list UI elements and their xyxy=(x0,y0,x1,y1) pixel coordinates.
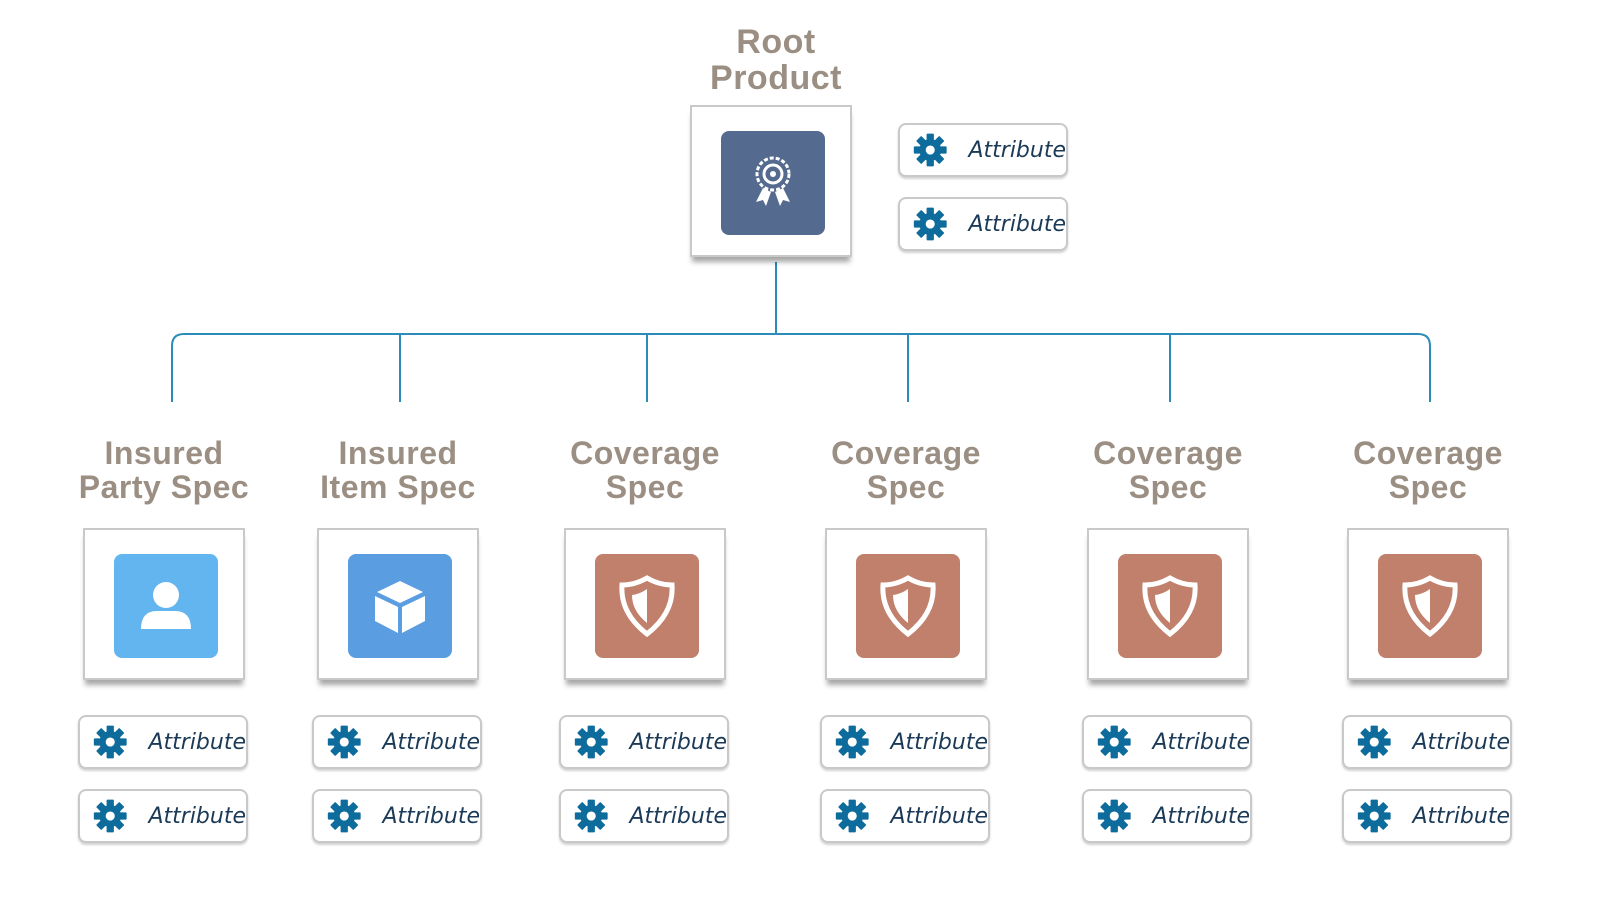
child-spec-title: Coverage Spec xyxy=(831,435,981,505)
child-spec-tile xyxy=(1118,554,1222,658)
award-ribbon-icon xyxy=(755,156,791,206)
child-attribute-2[interactable]: Attribute xyxy=(1342,789,1512,843)
gear-icon xyxy=(1357,725,1391,759)
child-spec-title: Insured Item Spec xyxy=(320,435,476,505)
root-product-card[interactable] xyxy=(690,105,852,257)
gear-icon xyxy=(1097,799,1131,833)
attribute-label: Attribute xyxy=(968,137,1066,163)
gear-icon xyxy=(913,133,947,167)
root-product-tile xyxy=(721,131,825,235)
child-attribute-1[interactable]: Attribute xyxy=(312,715,482,769)
attribute-label: Attribute xyxy=(382,803,480,829)
gear-icon xyxy=(835,799,869,833)
child-attribute-1[interactable]: Attribute xyxy=(559,715,729,769)
attribute-label: Attribute xyxy=(382,729,480,755)
gear-icon xyxy=(1357,799,1391,833)
attribute-label: Attribute xyxy=(1412,803,1510,829)
attribute-label: Attribute xyxy=(890,729,988,755)
child-attribute-2[interactable]: Attribute xyxy=(78,789,248,843)
child-attribute-1[interactable]: Attribute xyxy=(820,715,990,769)
child-spec-tile xyxy=(595,554,699,658)
root-product-title: Root Product xyxy=(710,23,842,97)
child-spec-card[interactable] xyxy=(1347,528,1509,680)
child-spec-title: Coverage Spec xyxy=(1353,435,1503,505)
attribute-label: Attribute xyxy=(148,729,246,755)
child-attribute-2[interactable]: Attribute xyxy=(820,789,990,843)
shield-icon xyxy=(619,575,675,638)
attribute-label: Attribute xyxy=(1152,729,1250,755)
child-spec-card[interactable] xyxy=(1087,528,1249,680)
child-attribute-1[interactable]: Attribute xyxy=(1342,715,1512,769)
child-attribute-2[interactable]: Attribute xyxy=(559,789,729,843)
child-spec-tile xyxy=(348,554,452,658)
child-spec-card[interactable] xyxy=(564,528,726,680)
child-spec-card[interactable] xyxy=(317,528,479,680)
gear-icon xyxy=(835,725,869,759)
attribute-label: Attribute xyxy=(1152,803,1250,829)
child-spec-tile xyxy=(114,554,218,658)
shield-icon xyxy=(880,575,936,638)
child-attribute-2[interactable]: Attribute xyxy=(312,789,482,843)
person-icon xyxy=(141,582,191,629)
child-spec-title: Coverage Spec xyxy=(570,435,720,505)
gear-icon xyxy=(93,799,127,833)
root-attribute-1[interactable]: Attribute xyxy=(898,123,1068,177)
gear-icon xyxy=(93,725,127,759)
child-attribute-1[interactable]: Attribute xyxy=(78,715,248,769)
child-spec-title: Coverage Spec xyxy=(1093,435,1243,505)
child-spec-card[interactable] xyxy=(83,528,245,680)
child-spec-tile xyxy=(856,554,960,658)
gear-icon xyxy=(574,725,608,759)
cube-icon xyxy=(375,581,425,633)
shield-icon xyxy=(1402,575,1458,638)
attribute-label: Attribute xyxy=(629,729,727,755)
attribute-label: Attribute xyxy=(968,211,1066,237)
gear-icon xyxy=(327,725,361,759)
gear-icon xyxy=(913,207,947,241)
attribute-label: Attribute xyxy=(1412,729,1510,755)
gear-icon xyxy=(574,799,608,833)
attribute-label: Attribute xyxy=(629,803,727,829)
attribute-label: Attribute xyxy=(148,803,246,829)
child-spec-title: Insured Party Spec xyxy=(78,435,250,505)
gear-icon xyxy=(327,799,361,833)
gear-icon xyxy=(1097,725,1131,759)
child-attribute-1[interactable]: Attribute xyxy=(1082,715,1252,769)
root-attribute-2[interactable]: Attribute xyxy=(898,197,1068,251)
shield-icon xyxy=(1142,575,1198,638)
child-spec-card[interactable] xyxy=(825,528,987,680)
attribute-label: Attribute xyxy=(890,803,988,829)
child-attribute-2[interactable]: Attribute xyxy=(1082,789,1252,843)
child-spec-tile xyxy=(1378,554,1482,658)
